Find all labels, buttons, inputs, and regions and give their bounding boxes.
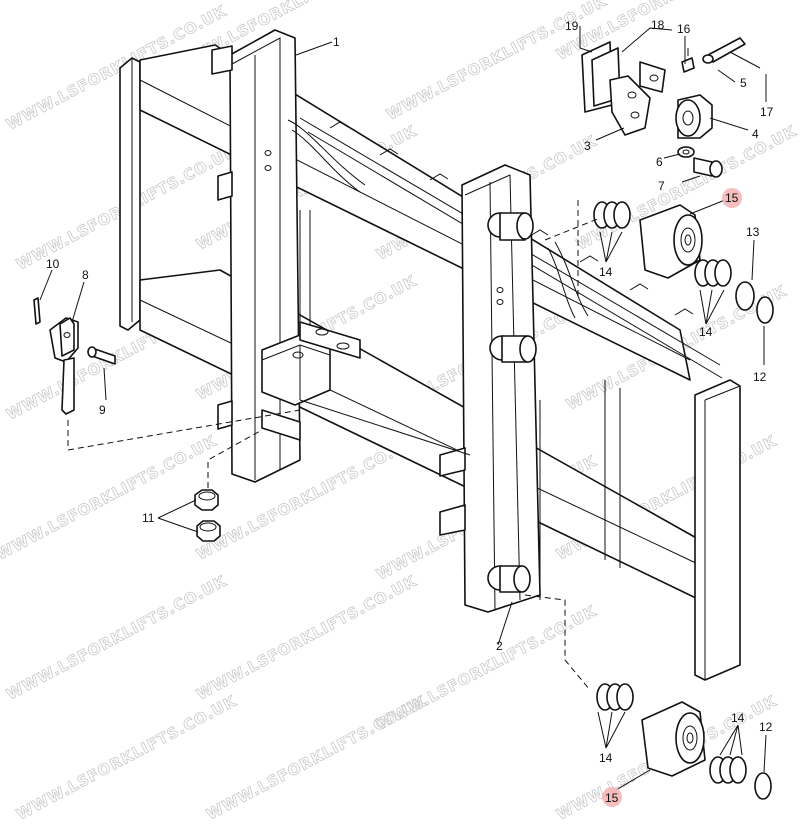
left-hardware xyxy=(33,297,301,542)
circlip-12-upper xyxy=(756,296,774,324)
watermark-text: WWW.LSFORKLIFTS.CO.UK xyxy=(13,692,240,824)
callout-18: 18 xyxy=(651,18,665,32)
roller-15-lower xyxy=(641,701,706,777)
watermark-text: WWW.LSFORKLIFTS.CO.UK xyxy=(193,572,420,704)
bracket-3 xyxy=(609,75,651,136)
washer-13 xyxy=(735,281,755,311)
shim-set-upper-left xyxy=(593,201,631,229)
callout-7: 7 xyxy=(658,179,665,193)
callout-19: 19 xyxy=(565,19,579,33)
watermark-text: WWW.LSFORKLIFTS.CO.UK xyxy=(193,432,420,564)
callout-14-lower-left: 14 xyxy=(599,751,613,765)
highlight-marker-15-upper xyxy=(722,188,742,208)
roller-15-upper xyxy=(639,204,703,279)
callout-4: 4 xyxy=(752,127,759,141)
callout-11: 11 xyxy=(142,511,155,525)
callout-13: 13 xyxy=(746,225,760,239)
lower-side-roller-group xyxy=(524,594,772,800)
watermark-text: WWW.LSFORKLIFTS.CO.UK xyxy=(203,692,430,824)
callout-14-lower-right: 14 xyxy=(731,711,745,725)
upper-side-roller-group xyxy=(544,200,774,324)
shim-set-lower-right xyxy=(709,756,747,784)
lower-hook-assembly xyxy=(261,321,471,456)
callout-14-upper-right: 14 xyxy=(699,325,713,339)
callout-12-upper: 12 xyxy=(753,370,767,384)
top-roller-bracket-assembly xyxy=(581,37,761,178)
shim-set-upper-right xyxy=(694,259,732,287)
watermark-text: WWW.LSFORKLIFTS.CO.UK xyxy=(3,572,230,704)
split-pin-10 xyxy=(33,297,41,325)
callout-6: 6 xyxy=(656,155,663,169)
callout-1: 1 xyxy=(333,35,340,49)
watermark-text: WWW.LSFORKLIFTS.CO.UK xyxy=(0,432,220,564)
callout-8: 8 xyxy=(82,268,89,282)
callout-15-upper: 15 xyxy=(725,191,739,205)
shim-set-lower-left xyxy=(596,683,634,711)
callout-3: 3 xyxy=(584,139,591,153)
callout-9: 9 xyxy=(99,403,106,417)
callout-12-lower: 12 xyxy=(759,720,773,734)
callout-15-lower: 15 xyxy=(605,791,619,805)
callout-2: 2 xyxy=(496,639,503,653)
carriage-plate-right xyxy=(439,164,589,613)
callout-17: 17 xyxy=(760,105,774,119)
highlight-marker-15-lower xyxy=(602,787,622,807)
leader-lines xyxy=(39,26,767,791)
callout-14-upper-left: 14 xyxy=(599,265,613,279)
callout-16: 16 xyxy=(677,22,691,36)
callout-labels: 1 19 18 16 5 17 4 3 6 7 15 13 14 14 12 1… xyxy=(46,18,774,805)
callout-5: 5 xyxy=(740,76,747,90)
circlip-12-lower xyxy=(754,772,772,800)
callout-10: 10 xyxy=(46,257,60,271)
